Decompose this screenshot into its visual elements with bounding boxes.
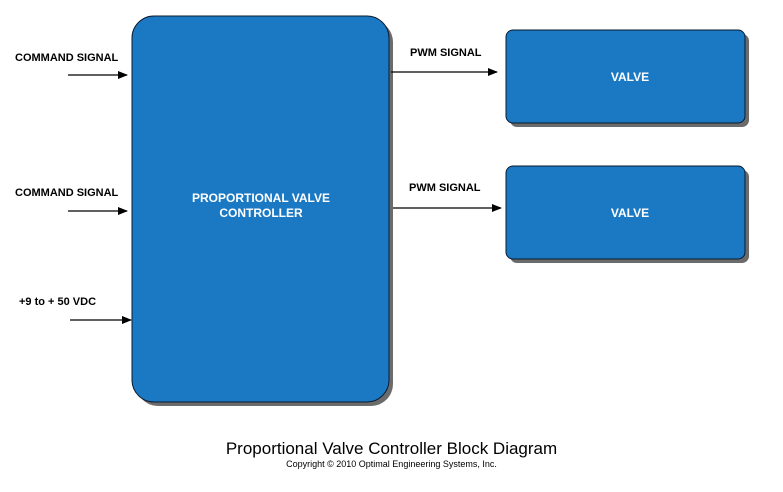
valve-block-1-body (505, 29, 746, 124)
valve-label-2: VALVE (611, 206, 649, 220)
controller-block-body (131, 15, 390, 403)
power-supply-label: +9 to + 50 VDC (19, 296, 96, 308)
valve-label-1: VALVE (611, 70, 649, 84)
copyright-notice: Copyright © 2010 Optimal Engineering Sys… (286, 459, 497, 469)
command-signal-label-1: COMMAND SIGNAL (15, 52, 119, 64)
valve-block-2: VALVE (505, 165, 749, 263)
valve-block-2-body (505, 165, 746, 260)
pwm-signal-label-1: PWM SIGNAL (410, 47, 482, 59)
diagram-caption-title: Proportional Valve Controller Block Diag… (225, 439, 558, 458)
controller-label-line2: CONTROLLER (219, 206, 303, 220)
controller-label-line1: PROPORTIONAL VALVE (192, 191, 330, 205)
command-signal-label-2: COMMAND SIGNAL (15, 187, 119, 199)
controller-block: PROPORTIONAL VALVE CONTROLLER (131, 15, 393, 406)
pwm-signal-label-2: PWM SIGNAL (409, 182, 481, 194)
valve-block-1: VALVE (505, 29, 749, 127)
